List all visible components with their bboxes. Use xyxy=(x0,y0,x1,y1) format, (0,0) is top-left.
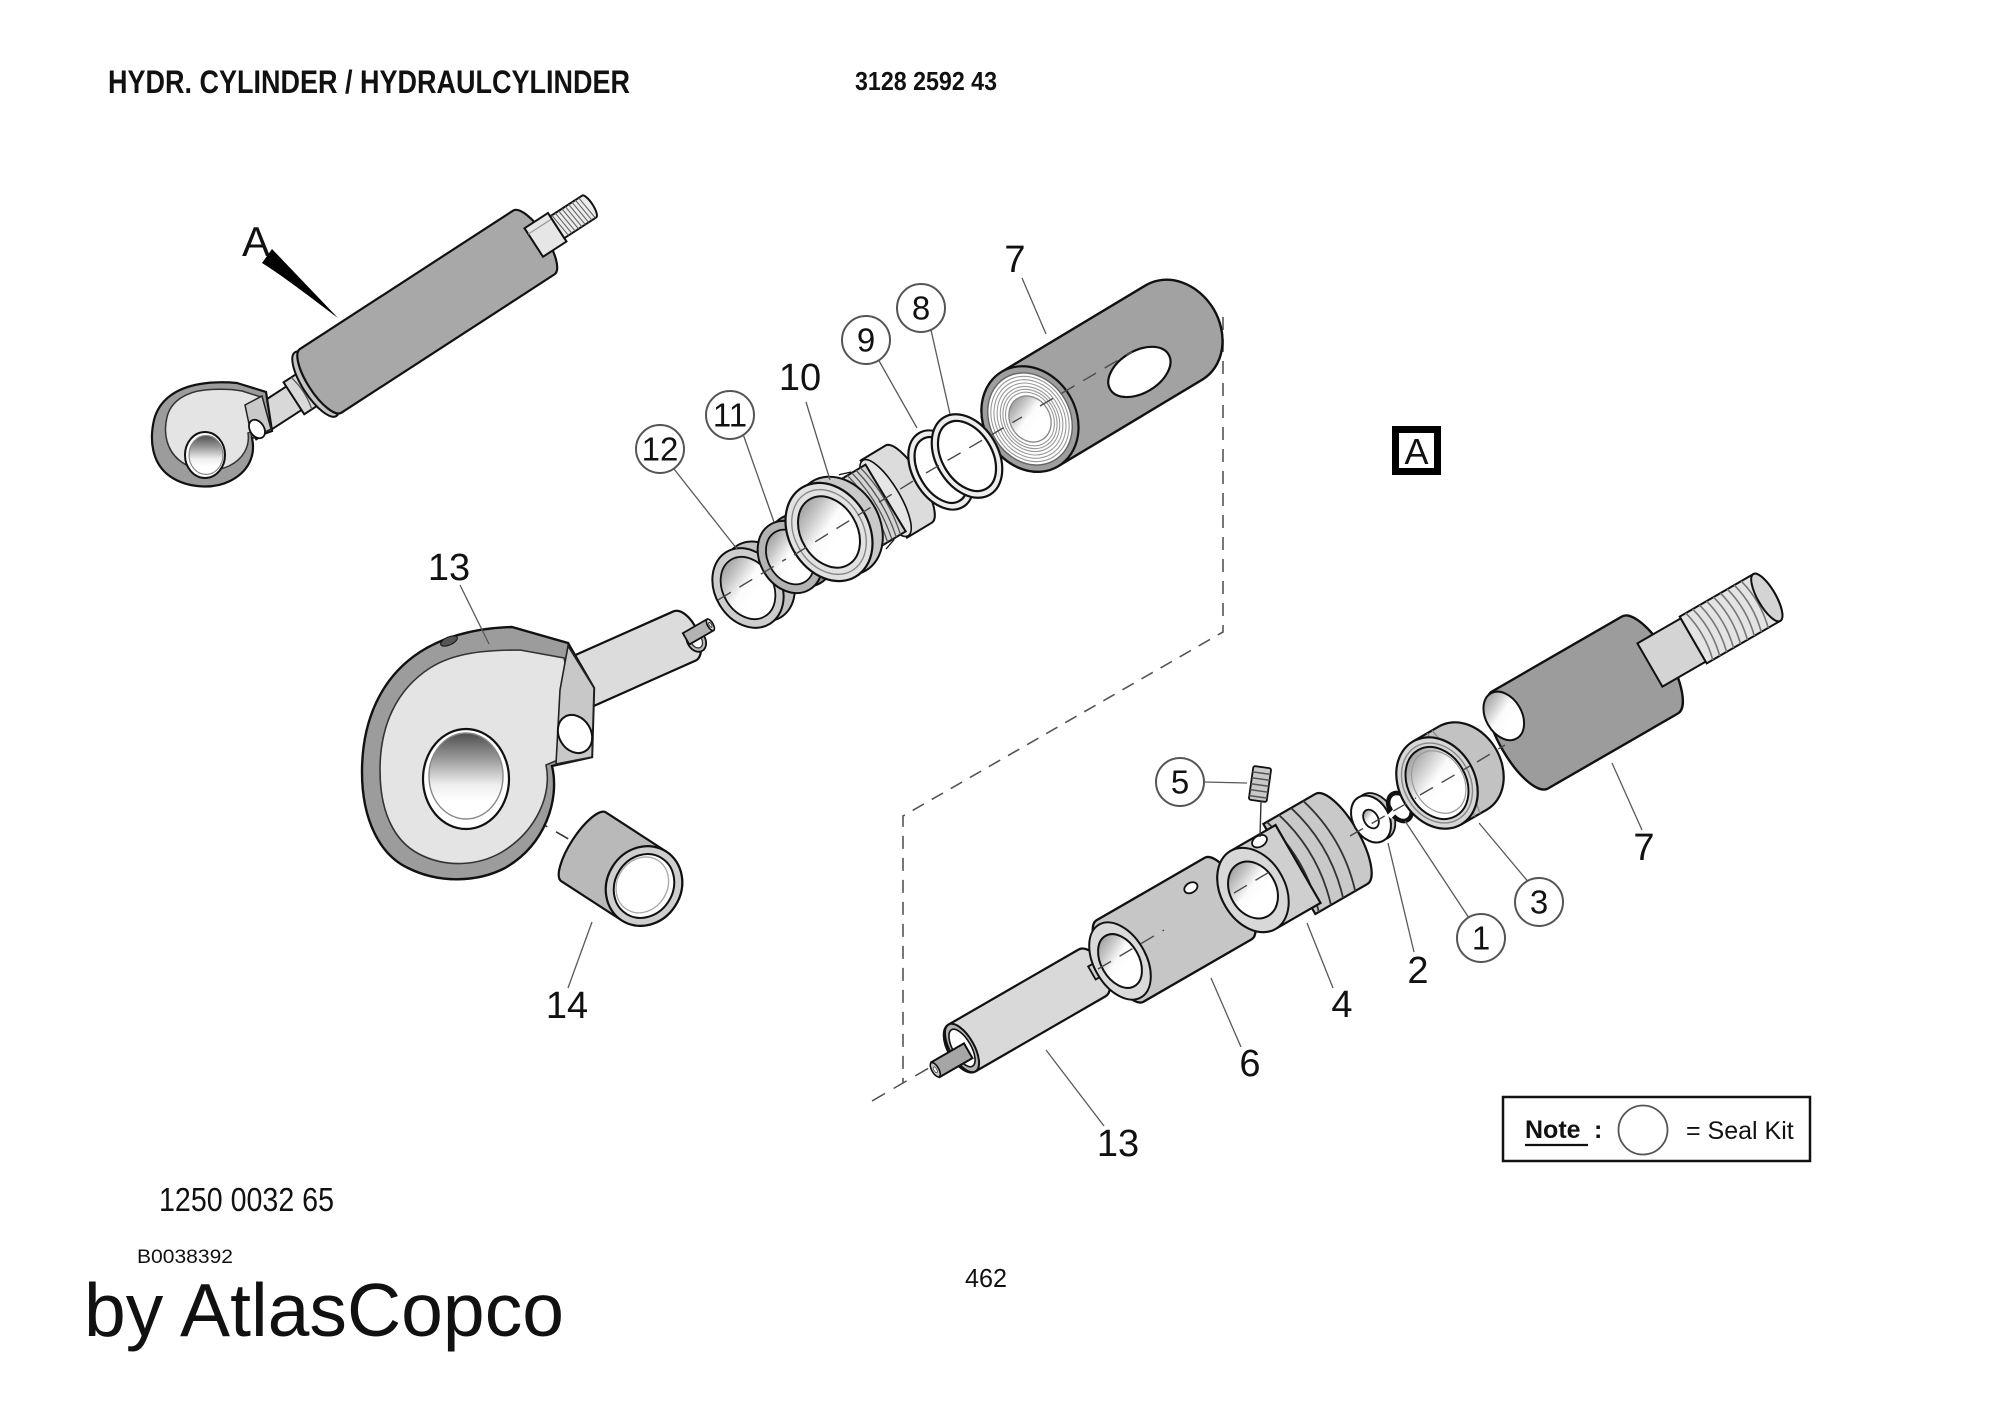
svg-text:by AtlasCopco: by AtlasCopco xyxy=(84,1268,564,1352)
svg-text:14: 14 xyxy=(546,985,588,1027)
svg-text:7: 7 xyxy=(1004,239,1025,281)
svg-text:3128 2592 43: 3128 2592 43 xyxy=(855,66,997,96)
svg-text:Note: Note xyxy=(1525,1116,1581,1144)
svg-text:10: 10 xyxy=(779,357,821,399)
svg-text:13: 13 xyxy=(428,547,470,589)
svg-text:= Seal Kit: = Seal Kit xyxy=(1686,1117,1794,1145)
svg-text:3: 3 xyxy=(1530,884,1548,921)
svg-text:B0038392: B0038392 xyxy=(137,1247,233,1268)
svg-text:11: 11 xyxy=(713,397,747,434)
svg-text:12: 12 xyxy=(642,431,679,468)
svg-text:A: A xyxy=(242,218,270,265)
svg-text:2: 2 xyxy=(1407,950,1428,992)
svg-text:7: 7 xyxy=(1633,827,1654,869)
svg-text:13: 13 xyxy=(1097,1123,1139,1165)
svg-text:9: 9 xyxy=(857,322,875,359)
svg-text:1250 0032 65: 1250 0032 65 xyxy=(159,1181,334,1218)
svg-text::: : xyxy=(1594,1116,1602,1144)
svg-text:1: 1 xyxy=(1472,920,1490,957)
svg-text:A: A xyxy=(1404,431,1428,472)
svg-text:5: 5 xyxy=(1171,764,1189,801)
svg-text:462: 462 xyxy=(965,1263,1007,1293)
svg-text:HYDR. CYLINDER / HYDRAULCYLIND: HYDR. CYLINDER / HYDRAULCYLINDER xyxy=(108,64,630,100)
svg-text:8: 8 xyxy=(912,290,930,327)
svg-text:6: 6 xyxy=(1239,1043,1260,1085)
svg-text:4: 4 xyxy=(1331,984,1352,1026)
